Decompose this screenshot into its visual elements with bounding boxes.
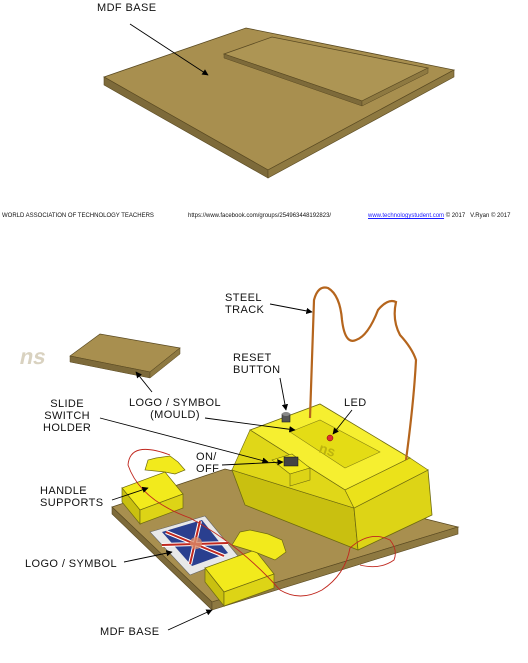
- reset-button-leader: [279, 377, 289, 411]
- handle-support-left: [121, 455, 186, 525]
- logo-mould-up-leader: [135, 371, 153, 393]
- steel-track-leader: [269, 303, 313, 315]
- steel-track: [308, 286, 418, 461]
- on-off-leader: [221, 459, 284, 466]
- logo-mould-leader: [204, 417, 296, 433]
- footer-facebook-url: https://www.facebook.com/groups/25496344…: [188, 213, 332, 219]
- bottom-mdf-base-label: MDF BASE: [100, 626, 160, 638]
- svg-text:ns: ns: [18, 344, 49, 369]
- top-mdf-base: [103, 27, 456, 179]
- logo-mould: ns: [18, 333, 181, 379]
- footer-site-link[interactable]: www.technologystudent.com: [368, 213, 445, 219]
- logo-symbol-leader: [123, 550, 173, 563]
- logo-print: [149, 515, 239, 576]
- mdf-base-leader: [167, 609, 213, 631]
- logo-symbol-label: LOGO / SYMBOL: [25, 558, 118, 570]
- svg-text:ns: ns: [317, 440, 338, 460]
- steel-track-label: STEEL TRACK: [225, 292, 265, 316]
- led-label: LED: [344, 397, 367, 409]
- handle-supports-leader: [111, 486, 149, 501]
- slide-switch-holder: [271, 453, 311, 487]
- footer-copyright-2: V.Ryan © 2017: [470, 213, 511, 219]
- on-off-label: ON/ OFF: [196, 451, 220, 475]
- led-leader: [332, 409, 353, 435]
- handle-supports-label: HANDLE SUPPORTS: [40, 485, 104, 509]
- footer-association: WORLD ASSOCIATION OF TECHNOLOGY TEACHERS: [2, 213, 154, 219]
- led: [326, 434, 334, 442]
- reset-button-label: RESET BUTTON: [233, 352, 281, 376]
- slide-switch-label: SLIDE SWITCH HOLDER: [43, 398, 92, 434]
- top-mdf-leader: [129, 23, 209, 76]
- lead-wire: [127, 448, 396, 597]
- housing: ns: [230, 403, 433, 551]
- slide-switch-leader: [99, 417, 269, 464]
- footer-copyright-1: © 2017: [445, 213, 466, 219]
- handle-support-right: [204, 529, 287, 608]
- reset-button: [281, 412, 291, 423]
- logo-mould-label: LOGO / SYMBOL (MOULD): [129, 397, 222, 421]
- top-mdf-base-label: MDF BASE: [97, 2, 157, 14]
